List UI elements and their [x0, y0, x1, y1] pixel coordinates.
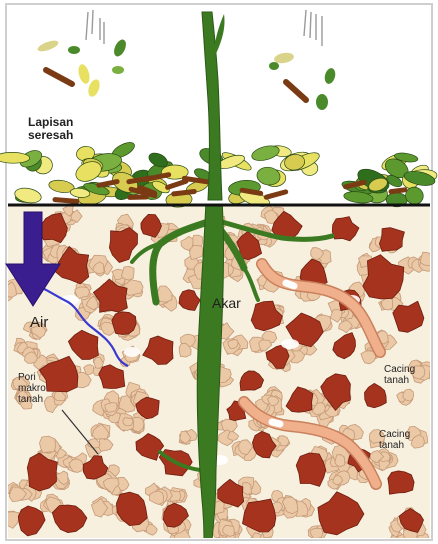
litter-twig	[55, 200, 77, 202]
litter-twig	[391, 190, 405, 192]
earthworm-label-upper: Cacing tanah	[384, 364, 415, 386]
macro-pore-label-line2: makro	[18, 383, 46, 394]
large-aggregate	[296, 453, 326, 487]
litter-twig	[168, 181, 186, 187]
litter-layer-label: Lapisan seresah	[28, 116, 73, 142]
earthworm-label-lower-line2: tanah	[379, 440, 410, 451]
large-aggregate	[112, 312, 136, 335]
small-aggregate	[91, 423, 110, 440]
litter-leaf	[14, 186, 43, 205]
litter-twig	[242, 190, 261, 193]
macro-pore-label-line3: tanah	[18, 394, 46, 405]
litter-layer-label-line2: seresah	[28, 129, 73, 142]
earthworm-label-lower: Cacing tanah	[379, 429, 410, 451]
earthworm-label-upper-line2: tanah	[384, 375, 415, 386]
earthworm-label-upper-line1: Cacing	[384, 364, 415, 375]
falling-debris	[36, 10, 337, 110]
earthworm-label-lower-line1: Cacing	[379, 429, 410, 440]
macro-pore-label-line1: Pori	[18, 372, 46, 383]
macro-pore-label: Pori makro tanah	[18, 372, 46, 405]
root-label: Akar	[212, 296, 241, 311]
large-aggregate	[379, 228, 404, 252]
large-aggregate	[388, 471, 414, 494]
water-label: Air	[30, 315, 48, 332]
litter-twig	[266, 192, 285, 197]
litter-twig	[174, 192, 195, 194]
